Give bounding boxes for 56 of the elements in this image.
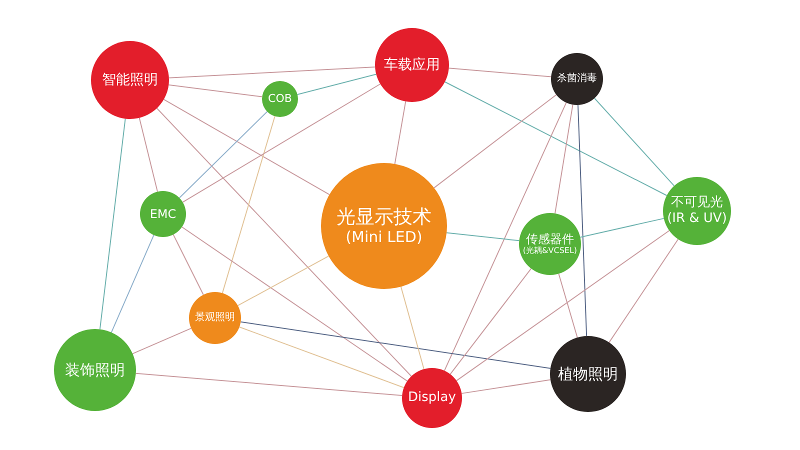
topic-label: 装饰照明: [65, 361, 125, 379]
connector-line: [156, 108, 412, 377]
connector-line: [446, 232, 520, 242]
connector-line: [594, 98, 675, 186]
topic-label: 不可见光: [671, 195, 723, 211]
topic-circle: [189, 292, 241, 344]
connector-line: [138, 117, 158, 192]
topic-sublabel: (光耦&VCSEL): [522, 246, 578, 256]
topic-sublabel: (Mini LED): [346, 228, 422, 246]
connector-line: [400, 286, 424, 370]
connector-line: [168, 84, 263, 98]
topic-label: 智能照明: [102, 72, 158, 88]
connector-line: [168, 66, 376, 78]
connector-line: [580, 218, 664, 238]
connector-line: [444, 102, 567, 372]
topic-circle: [262, 81, 298, 117]
connector-line: [181, 226, 408, 382]
topic-circle: [551, 53, 603, 105]
topic-label: 光显示技术: [336, 206, 432, 228]
connector-line: [238, 326, 404, 388]
connector-line: [456, 230, 670, 382]
connector-line: [558, 273, 578, 338]
topic-sublabel: (IR & UV): [667, 211, 727, 227]
topic-circle: [663, 177, 731, 245]
connector-line: [132, 328, 192, 354]
topic-label: 植物照明: [558, 365, 618, 383]
connector-line: [163, 98, 330, 196]
connector-line: [182, 84, 381, 203]
connector-line: [99, 118, 126, 330]
topic-label: EMC: [150, 206, 176, 222]
connector-line: [110, 234, 154, 333]
connector-line: [222, 116, 276, 294]
topic-label: 杀菌消毒: [557, 73, 597, 85]
connector-line: [461, 379, 551, 394]
connector-line: [172, 234, 204, 296]
connector-line: [178, 111, 268, 198]
topic-label: 景观照明: [195, 312, 235, 324]
connector-line: [394, 100, 406, 164]
connector-line: [135, 372, 403, 396]
connector-line: [296, 74, 377, 95]
connector-line: [554, 104, 574, 214]
connector-line: [434, 94, 557, 188]
topic-label: 传感器件: [526, 232, 574, 246]
connector-line: [450, 268, 532, 375]
connector-line: [444, 81, 668, 196]
topic-label: 车载应用: [384, 56, 440, 74]
connector-line: [240, 321, 551, 369]
connector-line: [237, 256, 330, 306]
topic-circle: [402, 368, 462, 428]
topic-circle: [140, 191, 186, 237]
connector-line: [577, 104, 588, 337]
topic-label: Display: [408, 390, 456, 406]
connector-line: [448, 68, 552, 78]
connector-line: [608, 238, 679, 343]
topic-label: COB: [268, 92, 292, 106]
topic-circle: [519, 213, 581, 275]
